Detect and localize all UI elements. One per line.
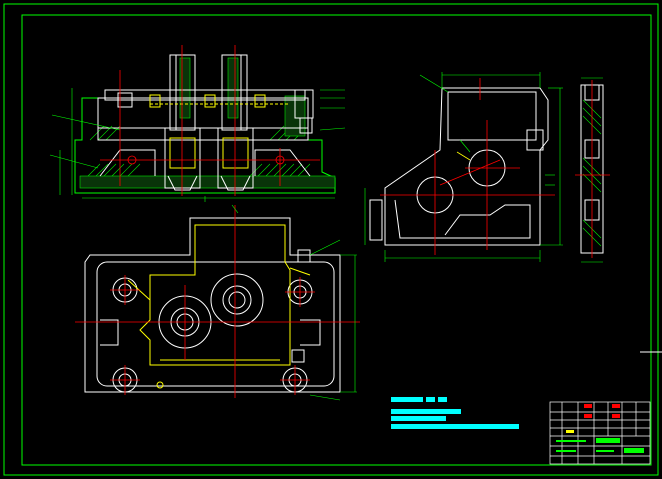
technical-notes	[391, 397, 519, 429]
section-hatch	[79, 57, 336, 189]
plan-view	[75, 204, 360, 401]
front-section-view	[49, 45, 346, 202]
title-block-marks	[556, 404, 644, 453]
title-block	[549, 401, 651, 465]
end-view	[575, 77, 610, 263]
side-view	[364, 72, 563, 262]
sheet-border	[3, 3, 659, 476]
